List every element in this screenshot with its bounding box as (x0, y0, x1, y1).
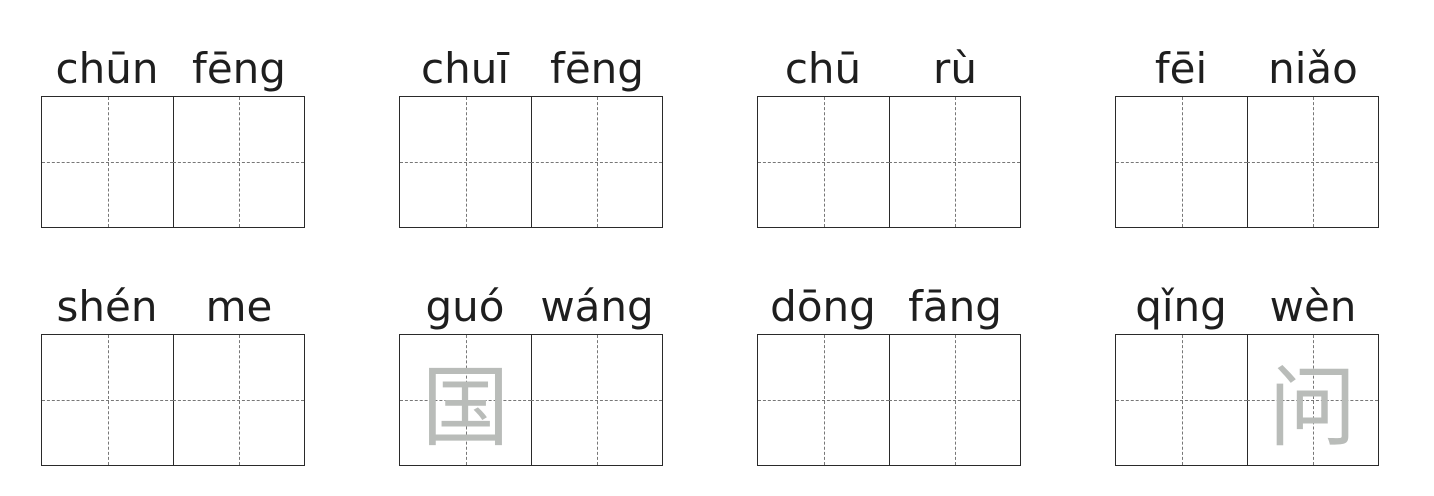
pinyin-label: niǎo (1268, 44, 1358, 93)
pinyin-label: fēng (192, 44, 286, 93)
horizontal-guide-line (400, 162, 531, 163)
writing-cell[interactable] (758, 97, 890, 227)
horizontal-guide-line (758, 400, 889, 401)
pinyin-label: dōng (770, 282, 876, 331)
writing-cell[interactable] (400, 97, 532, 227)
writing-cell[interactable] (531, 97, 662, 227)
horizontal-guide-line (400, 400, 531, 401)
horizontal-guide-line (1116, 162, 1247, 163)
character-grid (41, 334, 305, 466)
writing-cell[interactable] (173, 97, 304, 227)
writing-cell[interactable]: 问 (1247, 335, 1378, 465)
word-practice-2: chuī fēng (399, 43, 663, 228)
pinyin-label: me (205, 282, 273, 331)
character-grid (41, 96, 305, 228)
pinyin-label: chūn (55, 44, 159, 93)
trace-character: 问 (1268, 355, 1357, 459)
writing-cell[interactable] (1247, 97, 1378, 227)
character-grid (1115, 96, 1379, 228)
writing-cell[interactable] (1116, 335, 1248, 465)
word-practice-4: fēi niǎo (1115, 43, 1379, 228)
character-grid (757, 334, 1021, 466)
horizontal-guide-line (1247, 162, 1378, 163)
pinyin-label: rù (933, 44, 977, 93)
character-grid (757, 96, 1021, 228)
writing-cell[interactable] (1116, 97, 1248, 227)
character-grid (399, 96, 663, 228)
writing-cell[interactable] (889, 335, 1020, 465)
horizontal-guide-line (1116, 400, 1247, 401)
writing-cell[interactable] (173, 335, 304, 465)
horizontal-guide-line (42, 400, 173, 401)
horizontal-guide-line (889, 162, 1020, 163)
horizontal-guide-line (1247, 400, 1378, 401)
pinyin-label: shén (56, 282, 158, 331)
pinyin-label: chū (784, 44, 862, 93)
pinyin-label: fēng (550, 44, 644, 93)
horizontal-guide-line (173, 400, 304, 401)
writing-cell[interactable] (531, 335, 662, 465)
pinyin-label: wáng (540, 282, 654, 331)
writing-cell[interactable] (42, 97, 174, 227)
horizontal-guide-line (173, 162, 304, 163)
horizontal-guide-line (42, 162, 173, 163)
writing-cell[interactable] (42, 335, 174, 465)
horizontal-guide-line (758, 162, 889, 163)
word-practice-3: chū rù (757, 43, 1021, 228)
character-grid: 问 (1115, 334, 1379, 466)
horizontal-guide-line (531, 400, 662, 401)
writing-cell[interactable] (758, 335, 890, 465)
word-practice-1: chūn fēng (41, 43, 305, 228)
pinyin-label: chuī (421, 44, 509, 93)
trace-character: 国 (421, 355, 510, 459)
pinyin-label: guó (425, 282, 505, 331)
character-grid: 国 (399, 334, 663, 466)
horizontal-guide-line (889, 400, 1020, 401)
pinyin-label: qǐng (1135, 282, 1227, 331)
pinyin-label: fēi (1154, 44, 1208, 93)
writing-cell[interactable]: 国 (400, 335, 532, 465)
writing-cell[interactable] (889, 97, 1020, 227)
word-practice-7: dōng fāng (757, 281, 1021, 466)
pinyin-label: fāng (908, 282, 1002, 331)
pinyin-label: wèn (1269, 282, 1357, 331)
horizontal-guide-line (531, 162, 662, 163)
